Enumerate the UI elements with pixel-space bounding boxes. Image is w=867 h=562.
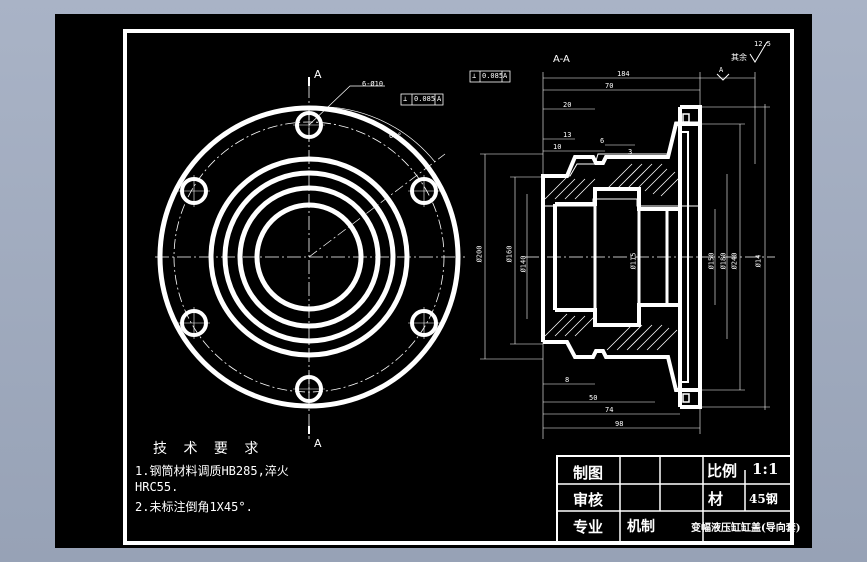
datum-marker: A	[719, 66, 724, 74]
tb-major-value: 机制	[627, 519, 655, 535]
drawing-sheet	[123, 29, 794, 545]
tech-note-2: HRC55.	[135, 480, 179, 494]
dim-70: 70	[605, 82, 614, 90]
tb-scale-label: 比例	[707, 462, 738, 480]
cut-label-top: A	[314, 68, 322, 81]
dim-3: 3	[628, 148, 633, 156]
angle-dim: 60°	[389, 132, 402, 140]
dim-8: 8	[565, 376, 570, 384]
dim-20: 20	[563, 101, 572, 109]
dim-50: 50	[589, 394, 598, 402]
tb-major-label: 专业	[573, 518, 604, 536]
dim-74: 74	[605, 406, 614, 414]
dim-dia-14: Ø14	[754, 254, 763, 268]
section-view	[469, 41, 775, 439]
gdt-right-value: 0.085	[482, 72, 504, 80]
gdt-right-symbol: ⊥	[472, 72, 477, 80]
dim-98: 98	[615, 420, 624, 428]
tb-material-value: 45钢	[749, 492, 778, 506]
gdt-left-datum: A	[437, 95, 442, 103]
tb-drawing-name: 变幅液压缸缸盖(导向套)	[691, 523, 801, 534]
tb-checked-label: 审核	[573, 491, 604, 509]
dim-13: 13	[563, 131, 572, 139]
tb-material-label: 材	[708, 490, 724, 508]
dim-dia-200: Ø200	[475, 245, 484, 263]
gdt-right-datum: A	[503, 72, 508, 80]
cut-label-bottom: A	[314, 437, 322, 450]
gdt-left-symbol: ⊥	[403, 95, 408, 103]
dim-10: 10	[553, 143, 562, 151]
dim-6: 6	[600, 137, 605, 145]
front-view	[155, 77, 465, 439]
roughness-note: 其余	[731, 53, 747, 62]
dim-dia-160: Ø160	[505, 245, 514, 263]
tech-note-1: 1.钢筒材料调质HB285,淬火	[135, 464, 289, 478]
gdt-left-value: 0.085	[414, 95, 436, 103]
dim-dia-140: Ø140	[519, 255, 528, 273]
dim-dia-150: Ø150	[707, 252, 716, 270]
dim-dia-180: Ø180	[719, 252, 728, 270]
tech-requirements-title: 技 术 要 求	[153, 441, 265, 457]
cad-viewport[interactable]: A-A A A 6-Ø10 60° ⊥ 0.085 A ⊥ 0.085 A A …	[55, 14, 812, 548]
dim-184: 184	[617, 70, 630, 78]
title-block-lines	[556, 455, 793, 544]
dim-dia-115: Ø115	[629, 252, 638, 270]
drawing-border	[123, 29, 794, 545]
roughness-value: 12.5	[754, 40, 771, 48]
hole-callout: 6-Ø10	[362, 80, 384, 88]
dim-dia-240: Ø240	[730, 252, 739, 270]
tb-scale-value: 1:1	[752, 460, 779, 478]
section-title: A-A	[553, 54, 570, 65]
tb-drawn-label: 制图	[573, 464, 604, 482]
tech-note-3: 2.未标注倒角1X45°.	[135, 500, 253, 514]
